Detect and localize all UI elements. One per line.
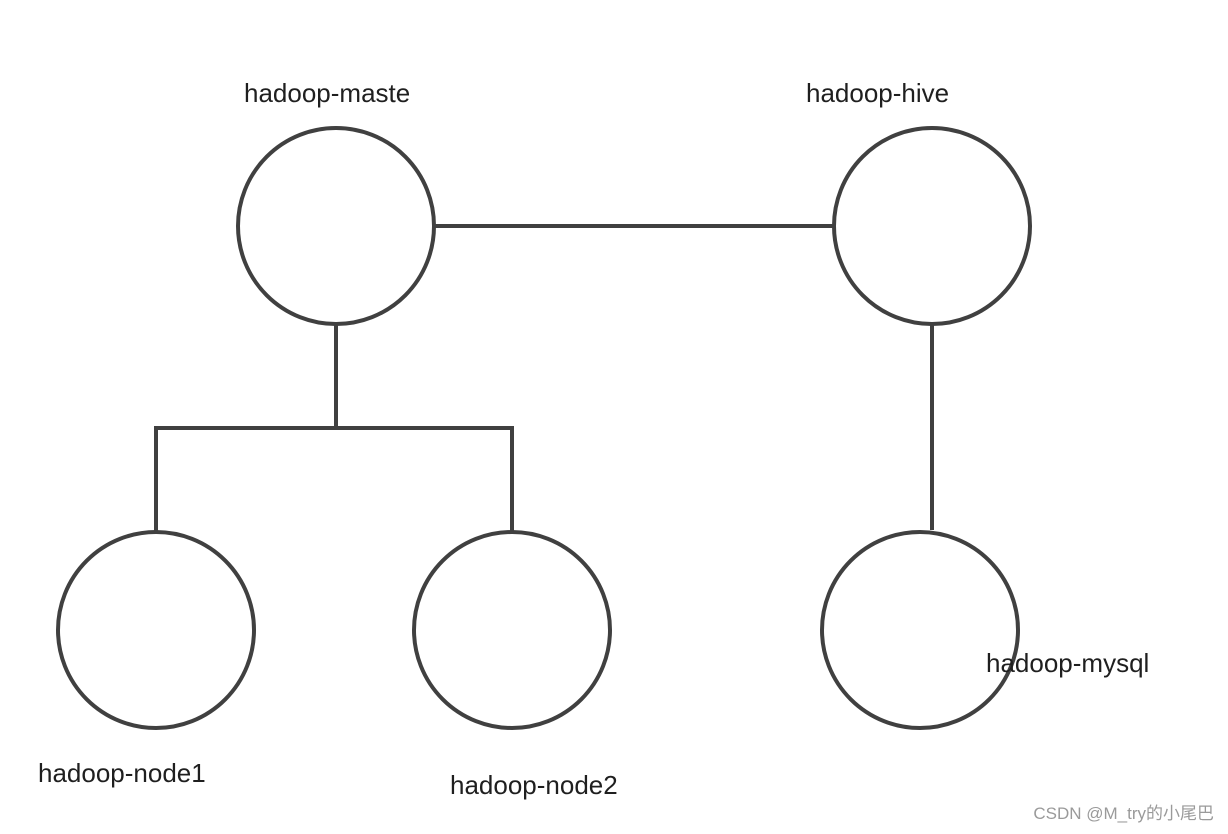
node-node1-circle — [56, 530, 256, 730]
node-hive-circle — [832, 126, 1032, 326]
node-mysql-circle — [820, 530, 1020, 730]
node-node2-label: hadoop-node2 — [450, 770, 618, 800]
node-master-label: hadoop-maste — [244, 78, 411, 108]
node-hive-label: hadoop-hive — [806, 78, 950, 108]
node-node2-circle — [412, 530, 612, 730]
watermark-text: CSDN @M_try的小尾巴 — [1033, 804, 1214, 823]
node-master-circle — [236, 126, 436, 326]
node-node1-label: hadoop-node1 — [38, 758, 206, 788]
node-mysql-label: hadoop-mysql — [986, 648, 1150, 678]
